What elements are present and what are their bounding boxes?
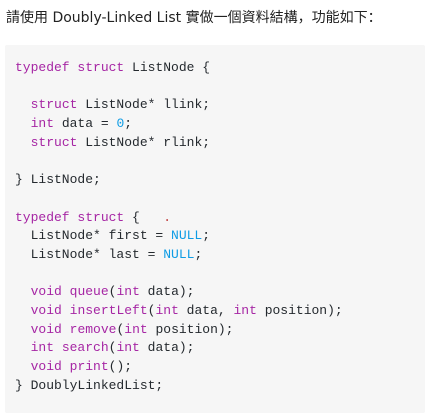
code-line: void remove(int position);: [15, 321, 343, 340]
code-token: ;: [202, 228, 211, 244]
code-line: typedef struct { .: [15, 209, 343, 228]
intro-paragraph: 請使用 Doubly-Linked List 實做一個資料結構，功能如下：: [6, 8, 382, 28]
code-token: insertLeft: [69, 302, 148, 318]
code-token: .: [163, 209, 172, 225]
code-token: (: [108, 340, 117, 356]
code-block: typedef struct ListNode { struct ListNod…: [5, 45, 425, 413]
code-token: (: [147, 302, 156, 318]
code-token: queue: [69, 284, 109, 300]
intro-suffix: 實做一個資料結構，功能如下：: [181, 10, 382, 26]
code-line: typedef struct ListNode {: [15, 59, 343, 78]
code-line: void queue(int data);: [15, 283, 343, 302]
intro-term: Doubly-Linked List: [52, 10, 182, 26]
code-token: [15, 97, 31, 112]
code-line: int data = 0;: [15, 115, 343, 134]
code-line: [15, 265, 343, 284]
code-token: {: [132, 209, 164, 225]
code-token: typedef: [15, 60, 70, 75]
code-token: NULL: [171, 228, 203, 244]
code-token: typedef: [15, 209, 70, 225]
intro-prefix: 請使用: [6, 10, 53, 26]
code-token: int: [116, 340, 140, 356]
code-line: struct ListNode* llink;: [15, 96, 343, 115]
code-token: [15, 135, 31, 150]
code-token: [15, 322, 31, 337]
code-token: [62, 284, 70, 299]
code-token: int: [155, 302, 179, 318]
code-token: int: [30, 116, 55, 132]
code-token: remove: [69, 321, 117, 337]
code-token: struct: [69, 60, 133, 75]
code-token: int: [30, 340, 55, 356]
code-token: ListNode* first =: [15, 228, 172, 244]
code-token: position);: [147, 321, 234, 337]
code-line: } ListNode;: [15, 171, 343, 190]
code-token: int: [124, 321, 148, 337]
code-line: [15, 190, 343, 209]
code-token: data);: [139, 340, 195, 356]
code-token: data,: [178, 302, 234, 318]
code-token: ;: [194, 246, 203, 262]
code-token: (: [108, 284, 117, 300]
code-token: search: [61, 340, 109, 356]
code-token: [62, 303, 70, 318]
code-line: [15, 152, 343, 171]
code-token: ListNode {: [132, 60, 211, 75]
code-line: ListNode* first = NULL;: [15, 227, 343, 246]
code-token: 0: [116, 116, 125, 132]
code-token: int: [116, 284, 140, 300]
code-token: ListNode* last =: [15, 246, 164, 262]
code-token: ListNode* rlink;: [77, 134, 211, 150]
code-token: data =: [54, 116, 117, 132]
code-token: position);: [256, 302, 343, 318]
code-token: void: [30, 302, 62, 318]
code-token: data);: [139, 284, 195, 300]
code-line: ListNode* last = NULL;: [15, 246, 343, 265]
code-token: struct: [69, 209, 133, 225]
code-line: struct ListNode* rlink;: [15, 134, 343, 153]
code-token: [62, 322, 70, 337]
code-content: typedef struct ListNode { struct ListNod…: [15, 59, 343, 395]
code-line: int search(int data);: [15, 339, 343, 358]
code-token: NULL: [163, 246, 195, 262]
code-token: [54, 340, 62, 355]
code-token: void: [30, 321, 62, 337]
code-line: void insertLeft(int data, int position);: [15, 302, 343, 321]
code-token: [15, 359, 31, 374]
code-token: } ListNode;: [15, 172, 101, 188]
code-token: ListNode* llink;: [77, 97, 211, 113]
code-token: ();: [108, 359, 133, 374]
code-token: } DoublyLinkedList;: [15, 377, 164, 393]
code-token: int: [233, 302, 257, 318]
code-token: struct: [30, 97, 78, 113]
code-token: (: [116, 321, 125, 337]
code-line: } DoublyLinkedList;: [15, 377, 343, 396]
code-token: [15, 340, 31, 355]
code-line: void print();: [15, 358, 343, 377]
code-token: void: [30, 359, 62, 374]
code-token: print: [69, 359, 109, 374]
code-token: void: [30, 284, 62, 300]
code-token: [62, 359, 70, 374]
code-token: [15, 284, 31, 299]
code-token: struct: [30, 134, 78, 150]
code-token: ;: [124, 116, 133, 132]
code-line: [15, 78, 343, 97]
code-token: [15, 303, 31, 318]
code-token: [15, 116, 31, 131]
